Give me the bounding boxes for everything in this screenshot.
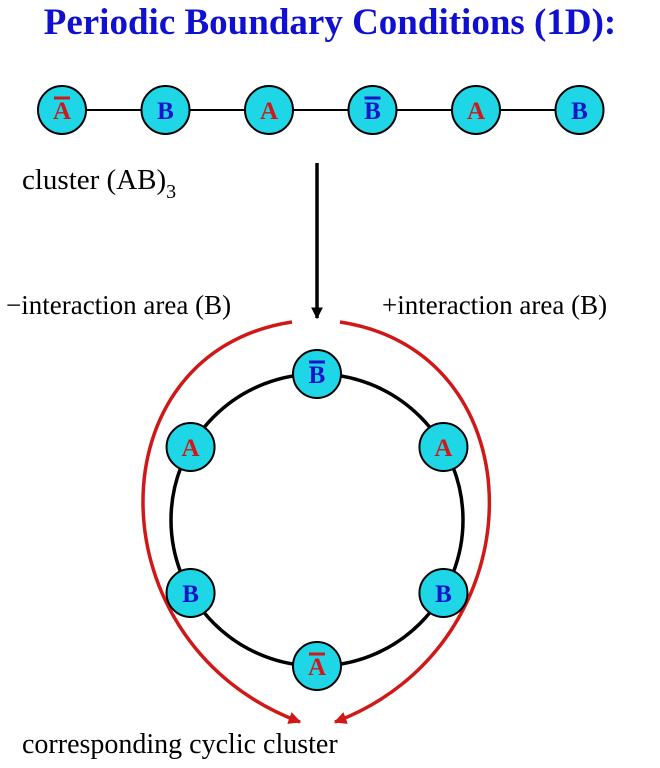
ring-node-circle <box>165 422 216 472</box>
chain-node-label: A <box>260 98 278 125</box>
chain-caption-text: cluster (AB) <box>22 164 166 196</box>
ring-node: B <box>165 568 216 618</box>
chain-node-circle <box>347 85 398 135</box>
ring-nodes: B A B A B A <box>165 349 469 691</box>
ring-node-label: B <box>435 581 452 608</box>
chain-node-label: B <box>571 98 588 125</box>
chain-node: B <box>140 85 191 135</box>
ring-node-circle <box>292 641 342 691</box>
chain-caption: cluster (AB)3 <box>22 164 176 203</box>
ring-node-label: A <box>308 654 326 681</box>
minus-interaction-arc <box>141 320 302 724</box>
page-title: Periodic Boundary Conditions (1D): <box>44 2 617 43</box>
ring-node-label: A <box>434 435 452 462</box>
chain-node-label: A <box>53 98 71 125</box>
ring-circle <box>169 372 465 668</box>
chain-node-circle <box>451 85 501 135</box>
ring-node: B <box>292 349 342 399</box>
chain-node-circle <box>554 85 605 135</box>
ring-node-circle <box>292 349 342 399</box>
ring-node-label: B <box>309 362 326 389</box>
plus-interaction-label: +interaction area (B) <box>382 290 607 320</box>
chain-node: A <box>451 85 501 135</box>
chain-node: B <box>554 85 605 135</box>
ring-node-label: B <box>182 581 199 608</box>
ring-node: A <box>418 422 469 472</box>
ring-caption: corresponding cyclic cluster <box>22 729 338 760</box>
chain-node: A <box>244 85 294 135</box>
minus-interaction-label: −interaction area (B) <box>6 290 231 320</box>
plus-interaction-arc <box>333 320 491 724</box>
ring-node: A <box>165 422 216 472</box>
interaction-arcs <box>141 320 491 724</box>
chain-node-circle <box>140 85 191 135</box>
chain-node-circle <box>244 85 294 135</box>
ring-node: B <box>418 568 469 618</box>
ring-node-label: A <box>182 435 200 462</box>
cyclic-cluster: B A B A B A <box>165 349 469 691</box>
chain-node-circle <box>37 85 87 135</box>
ring-node-circle <box>418 568 469 618</box>
chain-caption-subscript: 3 <box>166 181 176 203</box>
chain-node-label: B <box>157 98 174 125</box>
chain-node: A <box>37 85 87 135</box>
chain-node: B <box>347 85 398 135</box>
ring-node-circle <box>418 422 469 472</box>
ring-node: A <box>292 641 342 691</box>
chain-node-label: A <box>467 98 485 125</box>
ring-node-circle <box>165 568 216 618</box>
chain-node-label: B <box>364 98 381 125</box>
